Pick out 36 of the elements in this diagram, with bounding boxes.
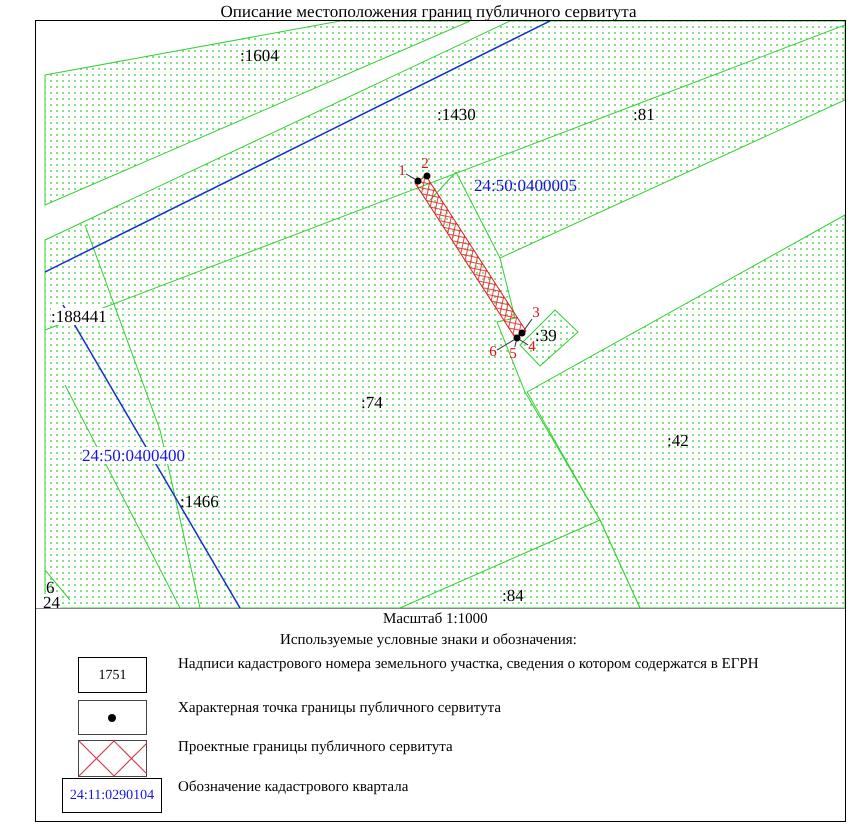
leader-line [496, 339, 514, 351]
map-title: Описание местоположения границ публичного сервитута [219, 1, 638, 22]
point-number: 1 [398, 164, 406, 179]
scale-label: Масштаб 1:1000 [383, 612, 488, 627]
legend-text: Обозначение кадастрового квартала [178, 780, 408, 795]
legend-heading: Используемые условные знаки и обозначения: [280, 633, 577, 648]
parcel-number: :1430 [437, 106, 476, 123]
point-number: 5 [509, 347, 517, 362]
boundary-point [424, 172, 430, 180]
parcel-number: :81 [633, 106, 655, 123]
boundary-point [514, 334, 520, 342]
leader-line [514, 340, 517, 348]
point-number: 3 [532, 306, 540, 321]
leader-line [406, 173, 416, 180]
parcel-number: 6 [46, 579, 54, 596]
legend-text: Проектные границы публичного сервитута [178, 740, 453, 755]
sample-parcel-number: 1751 [98, 666, 126, 684]
boundary-point [414, 178, 422, 184]
parcel-number: :1466 [180, 493, 219, 510]
cadastral-quarter-label: 24:50:0400400 [82, 447, 185, 464]
cadastral-quarter-label: 24:50:0400005 [474, 177, 577, 194]
parcel-number: :39 [535, 327, 557, 344]
legend-text: Характерная точка границы публичного сервитута [178, 701, 502, 716]
sample-quarter-number: 24:11:0290104 [70, 787, 154, 805]
parcel-number: :42 [667, 432, 689, 449]
parcel-number: :74 [361, 394, 383, 411]
point-number: 6 [489, 345, 497, 360]
leader-line [519, 339, 528, 346]
point-number: 2 [421, 157, 429, 172]
point-number: 4 [528, 340, 536, 355]
legend-text: Надписи кадастрового номера земельного участка, сведения о котором содержатся в ЕГРН [178, 657, 759, 672]
boundary-point [518, 330, 526, 336]
parcel-number: :188441 [51, 308, 107, 325]
parcel-number: :1604 [240, 47, 279, 64]
leader-line [524, 318, 532, 331]
parcel-number: :84 [502, 587, 524, 604]
